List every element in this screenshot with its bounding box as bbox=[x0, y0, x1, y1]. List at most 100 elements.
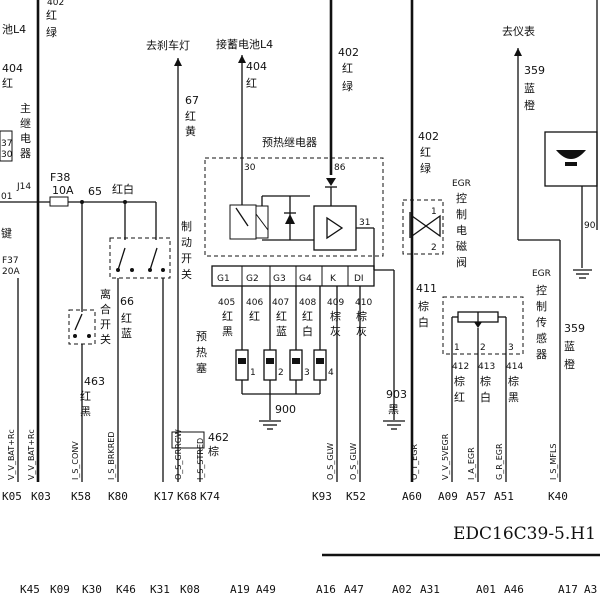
pin-k58: K58 bbox=[71, 490, 91, 503]
brake-pt-1 bbox=[116, 268, 120, 272]
wire-411-num: 411 bbox=[416, 282, 437, 295]
egr-sensor: 1 2 3 412 413 414 棕 红 棕 白 棕 黑 EGR 控 制 传 … bbox=[442, 269, 551, 482]
signal-7: O_S_GLW bbox=[326, 443, 335, 480]
relay-g2: G2 bbox=[246, 274, 259, 284]
clutch-switch-label: 离 合 开 关 bbox=[100, 287, 111, 346]
wire-404: 接蓄电池L4 404 红 bbox=[216, 38, 273, 195]
pin-k68: K68 bbox=[177, 490, 197, 503]
main-relay-box bbox=[0, 130, 13, 162]
svg-text:器: 器 bbox=[536, 348, 547, 361]
egr-valve: 1 2 411 棕 白 EGR 控 制 电 磁 阀 bbox=[402, 179, 471, 329]
pin-a60: A60 bbox=[402, 490, 422, 503]
pin-a47: A47 bbox=[344, 583, 364, 596]
plug-3-body bbox=[289, 349, 303, 381]
w414-c2: 黑 bbox=[508, 391, 519, 404]
fuse-f38-name: F38 bbox=[50, 171, 70, 184]
wire-408-num: 408 bbox=[299, 298, 316, 308]
wire-402-center-color2: 绿 bbox=[342, 79, 353, 93]
relay-coil-diag bbox=[255, 213, 269, 231]
lamp-icon bbox=[556, 150, 586, 159]
pin-a16: A16 bbox=[316, 583, 336, 596]
left-frag-jian: 键 bbox=[1, 226, 12, 240]
relay-pin-86: 86 bbox=[334, 163, 346, 173]
w408-c1: 红 bbox=[302, 310, 313, 323]
wire-67-num: 67 bbox=[185, 94, 199, 107]
wire-903-num: 903 bbox=[386, 388, 407, 401]
svg-text:塞: 塞 bbox=[196, 361, 207, 375]
wire-359b-num: 359 bbox=[564, 322, 585, 335]
wire-462-num: 462 bbox=[208, 431, 229, 444]
svg-text:热: 热 bbox=[196, 346, 207, 359]
pin-k80: K80 bbox=[108, 490, 128, 503]
w407-c2: 蓝 bbox=[276, 325, 287, 338]
relay-di: DI bbox=[354, 274, 364, 284]
plug-2-fill bbox=[266, 358, 274, 364]
wire-402-right: 402 红 绿 bbox=[410, 0, 439, 482]
pin-k46: K46 bbox=[116, 583, 136, 596]
pin-k05: K05 bbox=[2, 490, 22, 503]
wire-405-num: 405 bbox=[218, 298, 235, 308]
signal-5: O_S_GRRGW bbox=[174, 429, 183, 480]
left-frag-01: 01 bbox=[1, 192, 12, 202]
egr-valve-tri-r bbox=[424, 214, 441, 238]
wire-404-color: 红 bbox=[246, 77, 257, 90]
egr-sensor-box bbox=[442, 296, 524, 355]
main-relay-label: 主 继 电 器 bbox=[20, 102, 31, 160]
svg-text:EGR: EGR bbox=[532, 269, 551, 279]
left-fuse-f37: F37 bbox=[2, 256, 19, 266]
to-brake-lamp: 去刹车灯 bbox=[146, 38, 190, 52]
w405-c2: 黑 bbox=[222, 325, 233, 338]
signal-10: V_V_5VEGR bbox=[441, 433, 450, 480]
pin-k03: K03 bbox=[31, 490, 51, 503]
pin-k93: K93 bbox=[312, 490, 332, 503]
pin-k30: K30 bbox=[82, 583, 102, 596]
clutch-pt-b bbox=[87, 334, 91, 338]
pin-k45: K45 bbox=[20, 583, 40, 596]
wire-402-right-num: 402 bbox=[418, 130, 439, 143]
main-relay-ch2: 继 bbox=[20, 117, 31, 130]
wire-66-color2: 蓝 bbox=[121, 327, 132, 340]
signal-2: V_V_BAT+Rc bbox=[27, 429, 36, 480]
preheat-plug-label: 预 热 塞 bbox=[196, 330, 207, 375]
brake-switch-box bbox=[109, 237, 171, 279]
plug-2: 2 bbox=[263, 349, 284, 381]
egr-sensor-arrow bbox=[474, 322, 482, 328]
left-label-j14: J14 bbox=[16, 182, 31, 192]
left-edge-section: 池L4 404 红 主 继 电 器 37 30 J14 01 键 F37 20A bbox=[0, 0, 50, 482]
plug-4-num: 4 bbox=[328, 368, 334, 378]
brake-switch: 66 红 蓝 制 动 开 关 bbox=[109, 202, 192, 482]
relay-pin-30: 30 bbox=[244, 163, 256, 173]
brake-switch-label: 制 动 开 关 bbox=[181, 220, 192, 281]
pin-a17: A17 bbox=[558, 583, 578, 596]
w413-c2: 白 bbox=[480, 390, 491, 404]
signal-3: I_S_CONV bbox=[71, 441, 80, 480]
w359b-c1: 蓝 bbox=[564, 340, 575, 353]
svg-text:关: 关 bbox=[181, 267, 192, 281]
w411-c1: 棕 bbox=[418, 299, 429, 313]
pin-k40: K40 bbox=[548, 490, 568, 503]
svg-text:制: 制 bbox=[181, 220, 192, 233]
egr-valve-tri-l bbox=[411, 214, 428, 238]
relay-amp-symbol bbox=[326, 216, 344, 240]
wire-359: 去仪表 359 蓝 橙 359 蓝 橙 90 bbox=[502, 0, 598, 482]
svg-text:预: 预 bbox=[196, 330, 207, 343]
wire-402-center-color: 红 bbox=[342, 62, 353, 75]
wire-359-color2: 橙 bbox=[524, 98, 535, 112]
egr-valve-box bbox=[402, 199, 444, 255]
wire-409-num: 409 bbox=[327, 298, 344, 308]
pin-k17: K17 bbox=[154, 490, 174, 503]
pin-a19: A19 bbox=[230, 583, 250, 596]
w408-c2: 白 bbox=[302, 324, 313, 338]
fuse-f38: F38 10A 65 红白 bbox=[49, 171, 156, 207]
plug-3-num: 3 bbox=[304, 368, 310, 378]
svg-text:控: 控 bbox=[536, 283, 547, 297]
w405-c1: 红 bbox=[222, 310, 233, 323]
left-fuse-20a: 20A bbox=[2, 267, 20, 277]
pin-k31: K31 bbox=[150, 583, 170, 596]
w413-c1: 棕 bbox=[480, 374, 491, 388]
svg-text:感: 感 bbox=[536, 332, 547, 345]
pin-row-1: K05 K03 K58 K80 K17 K68 K74 K93 K52 A60 … bbox=[2, 490, 568, 503]
plug-4: 4 bbox=[313, 349, 334, 381]
fuse-f38-rating: 10A bbox=[52, 184, 74, 197]
wire-410-num: 410 bbox=[355, 298, 372, 308]
